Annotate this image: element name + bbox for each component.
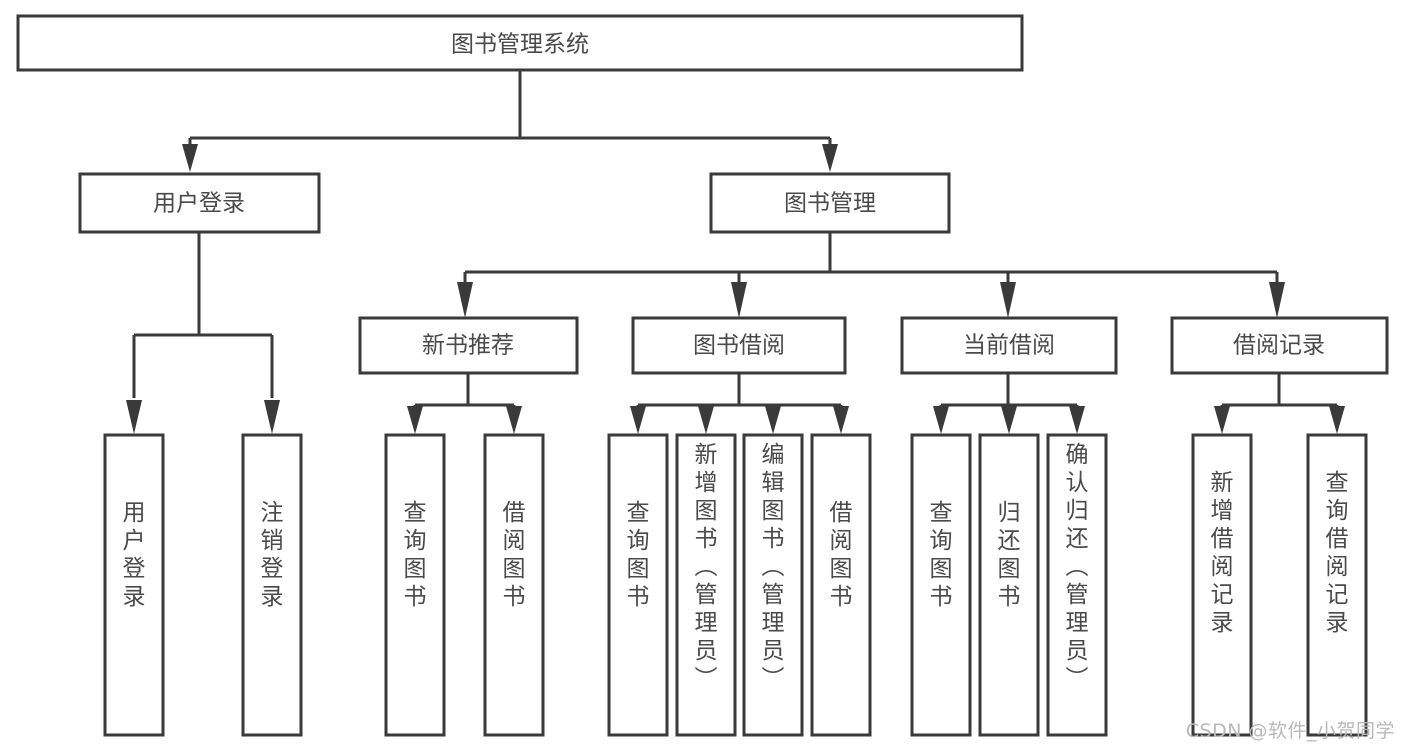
node-new-book-recommend-box[interactable] xyxy=(358,316,579,375)
node-book-manage-label: 图书管理 xyxy=(784,191,876,217)
leaf-nbr-borrow-book-box[interactable] xyxy=(483,433,545,737)
arrow-bb-borrow-book xyxy=(833,406,849,434)
node-book-borrow-label: 图书借阅 xyxy=(693,333,785,359)
arrow-current-borrow xyxy=(1000,282,1016,318)
arrow-cb-return-book xyxy=(1001,406,1017,434)
node-user-login[interactable]: 用户登录 xyxy=(78,172,321,234)
leaf-nbr-borrow-book-label: 借阅图书 xyxy=(503,500,526,610)
leaf-br-query-record-box[interactable] xyxy=(1306,433,1368,737)
leaf-nbr-query-book[interactable]: 查询图书 xyxy=(384,433,446,737)
leaf-cb-query-book-label: 查询图书 xyxy=(930,500,953,610)
node-book-manage[interactable]: 图书管理 xyxy=(709,172,951,234)
node-user-login-box[interactable] xyxy=(78,172,321,234)
leaf-bb-edit-book-box[interactable] xyxy=(742,433,804,737)
arrow-new-book-recommend xyxy=(457,282,473,318)
leaf-bb-edit-book[interactable]: 编辑图书︵管理员︶ xyxy=(742,433,804,737)
leaf-bb-edit-book-label: 编辑图书︵管理员︶ xyxy=(762,442,785,692)
leaf-cb-confirm-return-label: 确认归还︵管理员︶ xyxy=(1066,442,1089,692)
arrow-leaf-user-login xyxy=(126,400,142,434)
leaf-user-login-label: 用户登录 xyxy=(123,500,146,610)
node-root[interactable]: 图书管理系统 xyxy=(16,14,1024,72)
leaf-user-login[interactable]: 用户登录 xyxy=(103,433,165,737)
arrow-bb-query-book xyxy=(630,406,646,434)
node-root-box[interactable] xyxy=(16,14,1024,72)
arrow-br-add-record xyxy=(1214,406,1230,434)
leaf-br-add-record-label: 新增借阅记录 xyxy=(1211,470,1234,636)
leaf-user-login-box[interactable] xyxy=(103,433,165,737)
node-borrow-record[interactable]: 借阅记录 xyxy=(1170,316,1389,375)
leaf-bb-query-book[interactable]: 查询图书 xyxy=(607,433,669,737)
leaf-cb-return-book-label: 归还图书 xyxy=(998,500,1021,610)
leaf-bb-borrow-book-label: 借阅图书 xyxy=(830,500,853,610)
leaf-nbr-query-book-label: 查询图书 xyxy=(404,500,427,610)
node-book-borrow-box[interactable] xyxy=(631,316,847,375)
leaf-bb-borrow-book[interactable]: 借阅图书 xyxy=(810,433,872,737)
node-new-book-recommend[interactable]: 新书推荐 xyxy=(358,316,579,375)
arrow-nbr-borrow-book xyxy=(506,406,522,434)
leaf-br-add-record[interactable]: 新增借阅记录 xyxy=(1191,433,1253,737)
leaf-nbr-borrow-book[interactable]: 借阅图书 xyxy=(483,433,545,737)
arrow-leaf-logout xyxy=(264,400,280,434)
leaf-cb-confirm-return-box[interactable] xyxy=(1046,433,1108,737)
leaf-logout[interactable]: 注销登录 xyxy=(241,433,303,737)
leaf-cb-query-book-box[interactable] xyxy=(910,433,972,737)
node-current-borrow[interactable]: 当前借阅 xyxy=(900,316,1118,375)
arrow-user-login xyxy=(182,144,198,172)
arrow-book-borrow xyxy=(731,282,747,318)
arrow-cb-query-book xyxy=(933,406,949,434)
node-current-borrow-label: 当前借阅 xyxy=(963,333,1055,359)
leaf-bb-add-book[interactable]: 新增图书︵管理员︶ xyxy=(675,433,737,737)
leaf-nbr-query-book-box[interactable] xyxy=(384,433,446,737)
leaf-bb-add-book-box[interactable] xyxy=(675,433,737,737)
node-new-book-recommend-label: 新书推荐 xyxy=(422,333,514,359)
leaf-cb-return-book-box[interactable] xyxy=(978,433,1040,737)
node-current-borrow-box[interactable] xyxy=(900,316,1118,375)
leaf-br-query-record-label: 查询借阅记录 xyxy=(1326,470,1349,636)
node-root-label: 图书管理系统 xyxy=(451,32,589,58)
arrow-book-manage xyxy=(822,144,838,172)
node-book-borrow[interactable]: 图书借阅 xyxy=(631,316,847,375)
leaf-cb-query-book[interactable]: 查询图书 xyxy=(910,433,972,737)
leaf-cb-return-book[interactable]: 归还图书 xyxy=(978,433,1040,737)
arrow-bb-edit-book xyxy=(765,406,781,434)
leaf-logout-box[interactable] xyxy=(241,433,303,737)
node-borrow-record-label: 借阅记录 xyxy=(1233,333,1325,359)
arrow-borrow-record xyxy=(1269,282,1285,318)
arrow-cb-confirm-return xyxy=(1069,406,1085,434)
leaf-logout-label: 注销登录 xyxy=(261,500,284,610)
leaf-bb-borrow-book-box[interactable] xyxy=(810,433,872,737)
leaf-cb-confirm-return[interactable]: 确认归还︵管理员︶ xyxy=(1046,433,1108,737)
connector-layer xyxy=(126,70,1345,434)
node-user-login-label: 用户登录 xyxy=(153,191,245,217)
leaf-bb-add-book-label: 新增图书︵管理员︶ xyxy=(695,442,718,692)
node-book-manage-box[interactable] xyxy=(709,172,951,234)
leaf-br-query-record[interactable]: 查询借阅记录 xyxy=(1306,433,1368,737)
arrow-br-query-record xyxy=(1329,406,1345,434)
arrow-bb-add-book xyxy=(698,406,714,434)
node-borrow-record-box[interactable] xyxy=(1170,316,1389,375)
arrow-nbr-query-book xyxy=(407,406,423,434)
leaf-bb-query-book-box[interactable] xyxy=(607,433,669,737)
leaf-br-add-record-box[interactable] xyxy=(1191,433,1253,737)
leaf-bb-query-book-label: 查询图书 xyxy=(627,500,650,610)
